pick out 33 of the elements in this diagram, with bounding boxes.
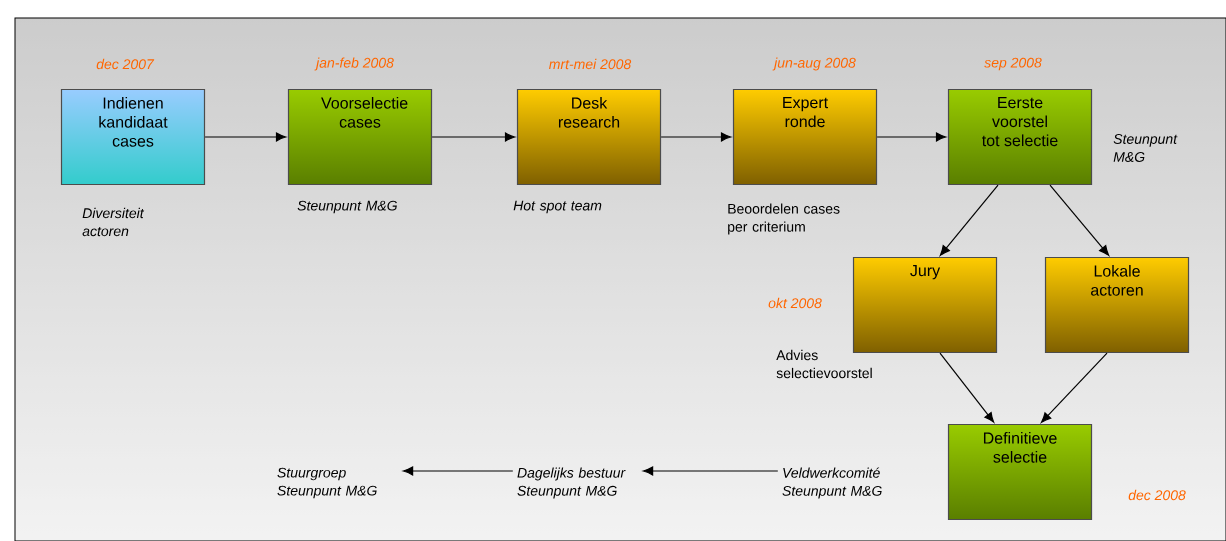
process-box: Voorselectie cases bbox=[287, 88, 433, 186]
arrow bbox=[642, 466, 779, 476]
arrow bbox=[876, 132, 947, 142]
process-box: Desk research bbox=[516, 88, 662, 186]
arrow bbox=[939, 184, 999, 256]
process-box: Eerste voorstel tot selectie bbox=[947, 88, 1093, 186]
role-label: Dagelijks bestuur Steunpunt M&G bbox=[517, 467, 626, 499]
arrow bbox=[431, 132, 516, 142]
role-label: Stuurgroep Steunpunt M&G bbox=[277, 467, 377, 499]
process-box: Jury bbox=[852, 256, 998, 354]
date-label: sep 2008 bbox=[984, 57, 1042, 71]
date-label: dec 2008 bbox=[1128, 489, 1186, 501]
arrow bbox=[660, 132, 732, 142]
arrow bbox=[204, 132, 287, 142]
role-label: Steunpunt M&G bbox=[1113, 134, 1178, 162]
date-label: okt 2008 bbox=[768, 297, 822, 309]
date-label: jan-feb 2008 bbox=[314, 57, 394, 71]
arrow bbox=[939, 352, 995, 423]
date-label: mrt-mei 2008 bbox=[549, 58, 632, 70]
process-box: Lokale actoren bbox=[1044, 256, 1190, 354]
process-box: Expert ronde bbox=[732, 88, 878, 186]
process-box: Definitieve selectie bbox=[947, 423, 1093, 521]
process-box: Indienen kandidaat cases bbox=[60, 88, 206, 186]
date-label: dec 2007 bbox=[96, 58, 155, 70]
arrow bbox=[402, 466, 514, 476]
role-label: Veldwerkcomité Steunpunt M&G bbox=[782, 467, 882, 499]
role-label: Steunpunt M&G bbox=[297, 200, 397, 214]
arrow bbox=[1040, 352, 1108, 423]
date-label: jun-aug 2008 bbox=[772, 57, 856, 71]
role-label: Diversiteit actoren bbox=[82, 207, 145, 237]
note-label: Beoordelen cases per criterium bbox=[728, 203, 840, 235]
arrow bbox=[1049, 184, 1110, 256]
role-label: Hot spot team bbox=[513, 200, 602, 214]
